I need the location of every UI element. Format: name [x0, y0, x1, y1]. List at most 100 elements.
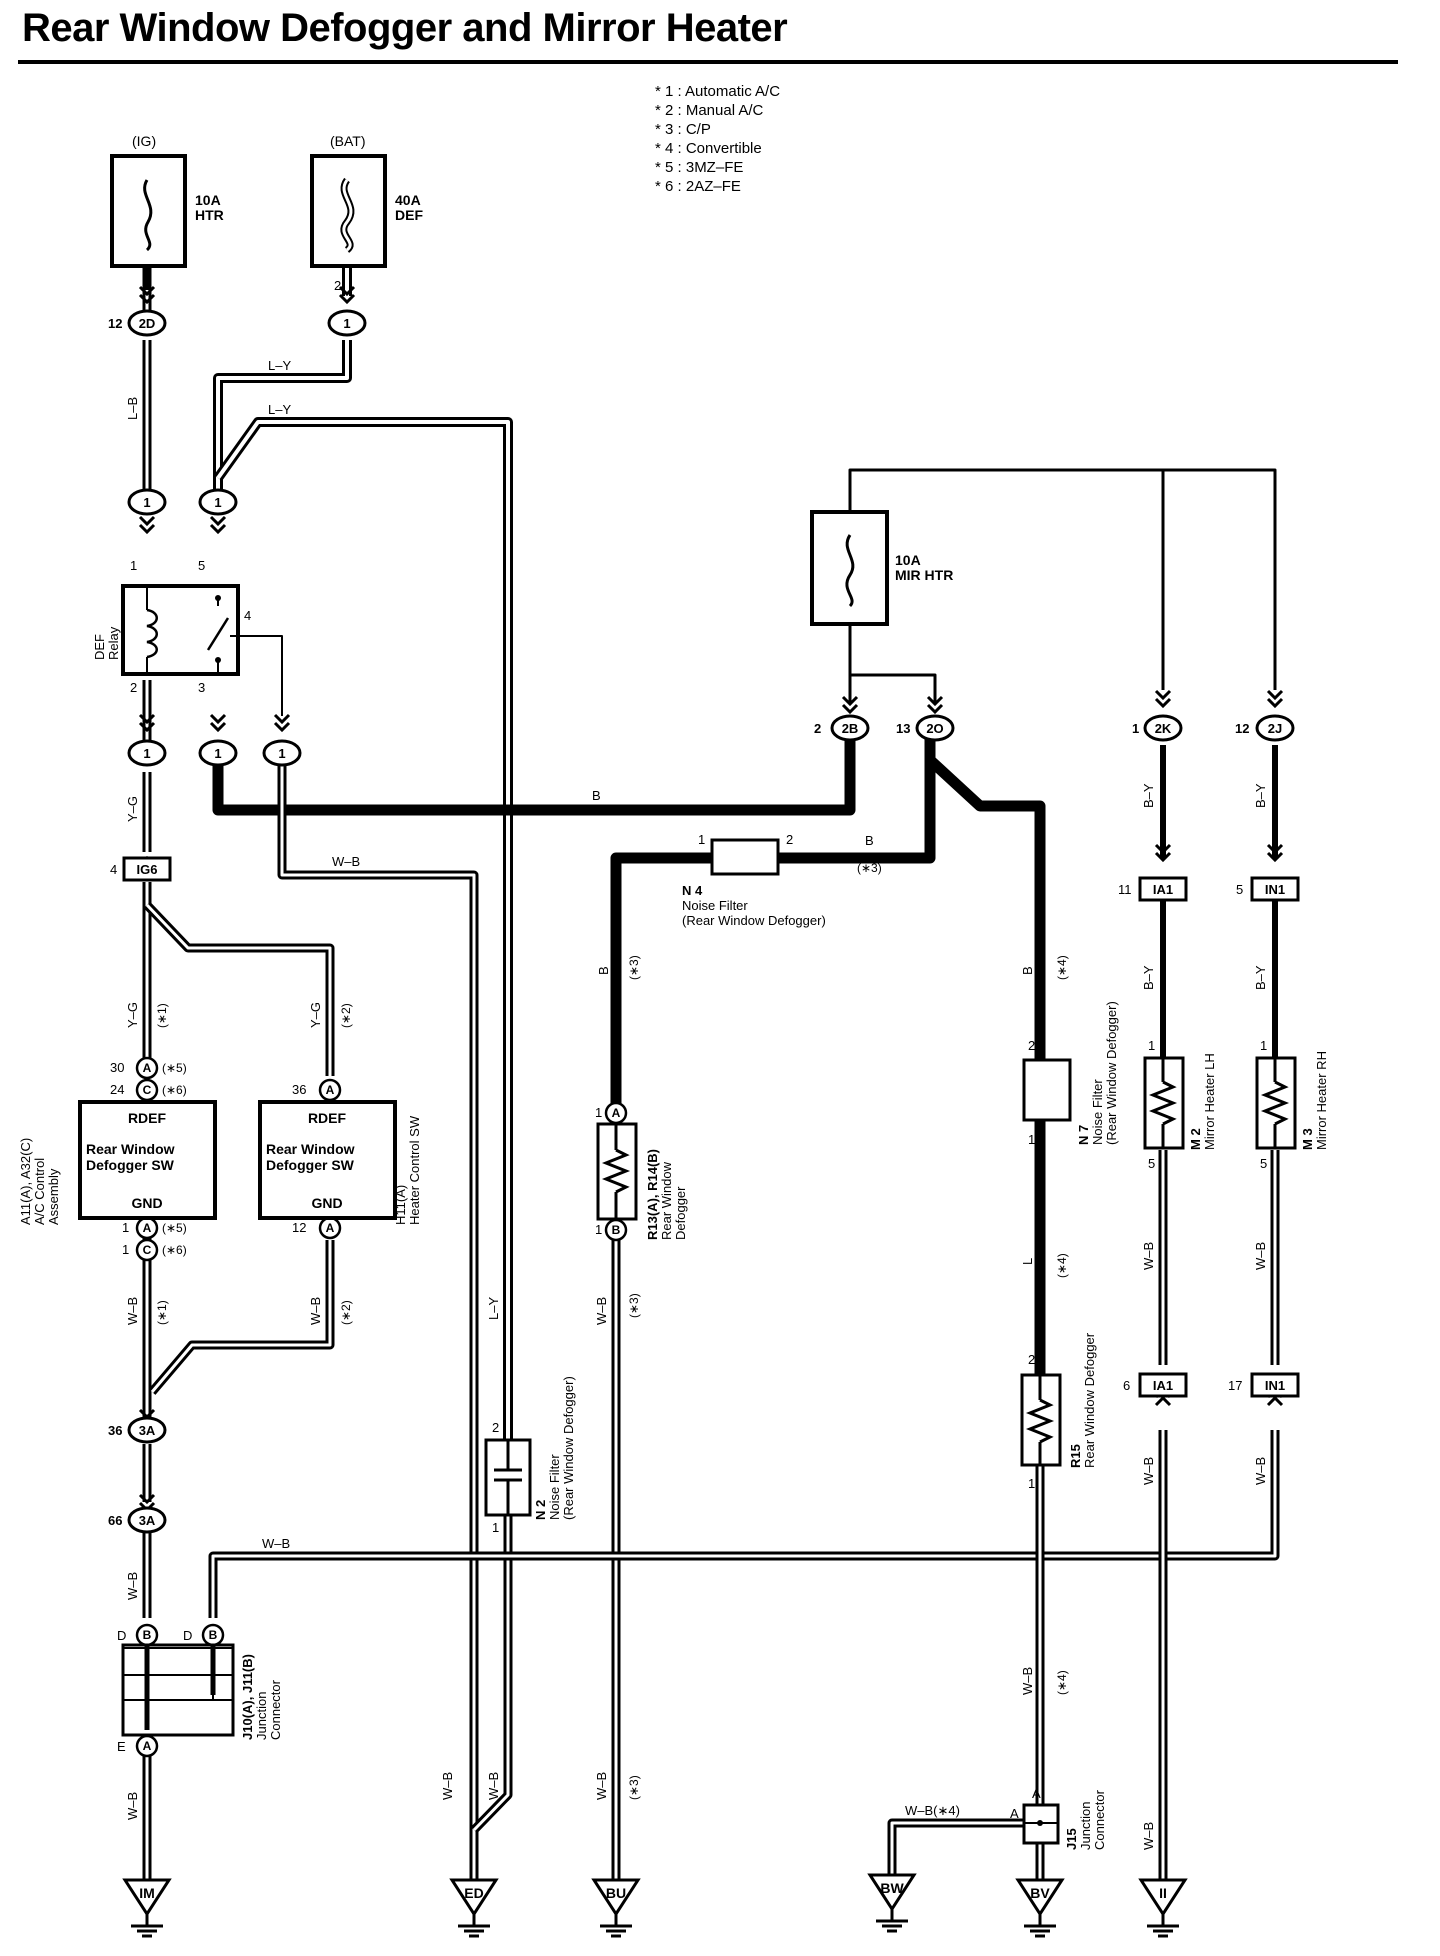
mark-s4c: (∗4) — [1055, 1670, 1069, 1695]
label-b-n7: B — [1020, 966, 1035, 975]
label-wb-relay: W–B — [332, 854, 360, 869]
ground-ii: II — [1159, 1885, 1167, 1901]
pin-numbers: 12 2 1 5 4 2 3 4 30 24 36 1 1 12 36 66 1… — [108, 278, 1267, 1821]
page-title: Rear Window Defogger and Mirror Heater — [22, 6, 788, 50]
pin-num: 4 — [110, 862, 117, 877]
legend-item: * 4 : Convertible — [655, 140, 762, 157]
ac-sw-bottom: GND — [131, 1195, 162, 1211]
pin-num: 36 — [292, 1082, 306, 1097]
conn-ia1-upper: IA1 — [1153, 882, 1173, 897]
mirror-heater-lh — [1143, 1056, 1185, 1150]
conn-2o: 2O — [926, 721, 943, 736]
grounds — [123, 1873, 1187, 1938]
fuse-mir — [810, 510, 889, 626]
pin-j10-b1: B — [143, 1628, 152, 1642]
wire-by-lower — [1160, 900, 1278, 1058]
pin-num: 17 — [1228, 1378, 1242, 1393]
pin-num: 30 — [110, 1060, 124, 1075]
wire-by — [1160, 745, 1278, 858]
mark-s1: (∗1) — [155, 1003, 169, 1028]
pin-c-14: C — [143, 1083, 152, 1097]
pin-num: 2 — [130, 680, 137, 695]
caption-j10: J10(A), J11(B)JunctionConnector — [240, 1654, 283, 1740]
pin-num: 1 — [595, 1222, 602, 1237]
pin-num: 3 — [198, 680, 205, 695]
label-by-3: B–Y — [1141, 965, 1156, 990]
label-wb-ii: W–B — [1141, 1822, 1156, 1850]
pin-num: 1 — [492, 1520, 499, 1535]
pin-num: 2 — [334, 278, 341, 293]
fuse-def-source: (BAT) — [330, 133, 366, 149]
htr-sw-top: RDEF — [308, 1110, 347, 1126]
wire-yg-h11 — [143, 901, 335, 1076]
pin-num: 1 — [698, 832, 705, 847]
label-wb-j11: W–B — [262, 1536, 290, 1551]
pin-num: 2 — [492, 1420, 499, 1435]
mark-s6b: (∗6) — [162, 1243, 187, 1257]
wire-wb-in1-j11 — [208, 1430, 1280, 1618]
j10-bus — [144, 1645, 216, 1730]
pin-c-1: C — [143, 1243, 152, 1257]
pin-num: 5 — [1148, 1156, 1155, 1171]
label-l: L — [1020, 1258, 1035, 1265]
pin-num: 12 — [292, 1220, 306, 1235]
pin-a-24: A — [326, 1083, 335, 1097]
caption-r15: R15Rear Window Defogger — [1068, 1332, 1097, 1468]
conn-in1-upper: IN1 — [1265, 882, 1285, 897]
mark-s5a: (∗5) — [162, 1061, 187, 1075]
label-wb-bu2: W–B — [594, 1772, 609, 1800]
label-wb-r15: W–B — [1020, 1667, 1035, 1695]
caption-htr-sw: H11(A)Heater Control SW — [393, 1115, 422, 1225]
mark-s3b: (∗3) — [627, 955, 641, 980]
ac-control-sw — [78, 1100, 217, 1220]
pin-a-j15-left: A — [1010, 1806, 1019, 1821]
caption-n7: N 7Noise Filter(Rear Window Defogger) — [1076, 1001, 1119, 1145]
caption-m3: M 3Mirror Heater RH — [1300, 1051, 1329, 1150]
pin-num: 1 — [1148, 1038, 1155, 1053]
wire-n2-ed — [470, 1480, 513, 1834]
wire-ly-relay — [213, 268, 352, 495]
pin-num: 1 — [1028, 1476, 1035, 1491]
noise-filter-n7 — [1022, 1058, 1072, 1122]
pin-num: 5 — [1260, 1156, 1267, 1171]
pin-num: 1 — [1028, 1132, 1035, 1147]
label-wb-m2: W–B — [1141, 1242, 1156, 1270]
pin-num: 24 — [110, 1082, 124, 1097]
mark-s4a: (∗4) — [1055, 955, 1069, 980]
ground-ed: ED — [464, 1885, 483, 1901]
label-wb-gnd3: W–B — [125, 1572, 140, 1600]
conn-ig6: IG6 — [137, 862, 158, 877]
pin-r13-b: B — [612, 1223, 621, 1237]
label-ly-2: L–Y — [268, 402, 291, 417]
junction-connector-j15 — [1022, 1803, 1060, 1845]
pin-num: 1 — [122, 1242, 129, 1257]
noise-filter-n2 — [484, 1438, 532, 1517]
pin-a-j15-top: A — [1032, 1786, 1041, 1801]
label-wb-ed2: W–B — [486, 1772, 501, 1800]
mark-s2b: (∗2) — [339, 1300, 353, 1325]
conn-2j: 2J — [1268, 721, 1282, 736]
wire-j15-grounds — [887, 1818, 1045, 1880]
pin-num: 2 — [1028, 1352, 1035, 1367]
label-ly-n2: L–Y — [486, 1297, 501, 1320]
label-b-n4: B — [865, 833, 874, 848]
conn-relay-1e: 1 — [278, 746, 285, 761]
pin-j10-b2: B — [209, 1628, 218, 1642]
title-rule — [18, 60, 1398, 64]
label-wb-gnd1: W–B — [125, 1297, 140, 1325]
box-connectors — [122, 856, 1300, 1398]
conn-relay-1b: 1 — [214, 495, 221, 510]
wire-wb-mirror — [1158, 1150, 1280, 1880]
wire-b-n7 — [926, 755, 1046, 1060]
wire-wb-h11-gnd — [148, 1240, 335, 1395]
label-lb: L–B — [125, 397, 140, 420]
wire-b-bus — [212, 735, 856, 816]
pin-d-left: D — [117, 1628, 126, 1643]
legend-item: * 1 : Automatic A/C — [655, 83, 781, 100]
ground-im: IM — [139, 1885, 155, 1901]
